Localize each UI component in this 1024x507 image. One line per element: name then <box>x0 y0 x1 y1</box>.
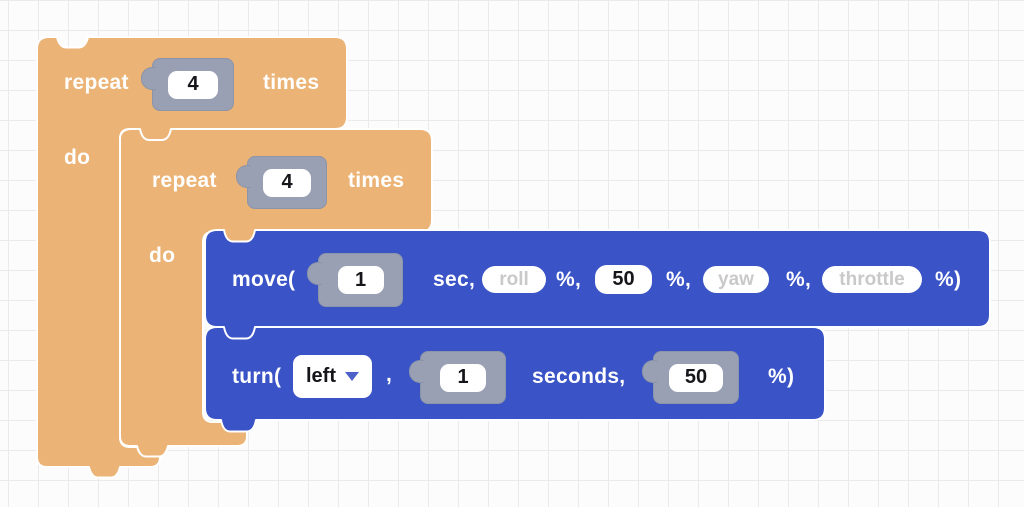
turn-direction-value: left <box>306 365 336 387</box>
move-duration-chip[interactable]: 1 <box>307 253 403 307</box>
outer-do-label: do <box>64 146 91 169</box>
move-pct-label-1: %, <box>556 268 582 291</box>
turn-duration-chip[interactable]: 1 <box>409 351 506 404</box>
inner-do-label: do <box>149 244 176 267</box>
turn-seconds-label: seconds, <box>532 365 626 388</box>
outer-repeat-count-chip[interactable]: 4 <box>141 58 234 111</box>
chip-puzzle-tab-icon <box>642 360 657 383</box>
outer-repeat-label: repeat <box>64 71 129 94</box>
turn-close-label: %) <box>768 365 795 388</box>
turn-direction-dropdown[interactable]: left <box>293 355 372 398</box>
dropdown-arrow-icon <box>345 372 359 381</box>
move-roll-field[interactable]: roll <box>482 266 546 293</box>
outer-repeat-count-field[interactable]: 4 <box>168 70 218 99</box>
inner-times-label: times <box>348 169 405 192</box>
turn-power-chip[interactable]: 50 <box>642 351 739 404</box>
move-close-label: %) <box>935 268 962 291</box>
turn-power-field[interactable]: 50 <box>669 363 723 392</box>
move-throttle-field[interactable]: throttle <box>822 266 922 293</box>
move-yaw-field[interactable]: yaw <box>703 266 769 293</box>
inner-repeat-count-field[interactable]: 4 <box>263 168 311 197</box>
chip-puzzle-tab-icon <box>409 360 424 383</box>
inner-repeat-label: repeat <box>152 169 217 192</box>
turn-comma-label: , <box>386 363 393 386</box>
move-sec-label: sec, <box>433 268 476 291</box>
move-duration-field[interactable]: 1 <box>337 266 384 294</box>
move-pct-label-3: %, <box>786 268 812 291</box>
chip-puzzle-tab-icon <box>236 165 251 188</box>
move-pitch-field[interactable]: 50 <box>595 265 652 294</box>
inner-repeat-block[interactable] <box>119 128 433 458</box>
turn-duration-field[interactable]: 1 <box>440 363 486 392</box>
turn-fn-label: turn( <box>232 365 282 388</box>
inner-repeat-count-chip[interactable]: 4 <box>236 156 327 209</box>
move-pct-label-2: %, <box>666 268 692 291</box>
move-fn-label: move( <box>232 268 296 291</box>
chip-puzzle-tab-icon <box>141 67 156 90</box>
chip-puzzle-tab-icon <box>307 262 322 285</box>
outer-times-label: times <box>263 71 320 94</box>
